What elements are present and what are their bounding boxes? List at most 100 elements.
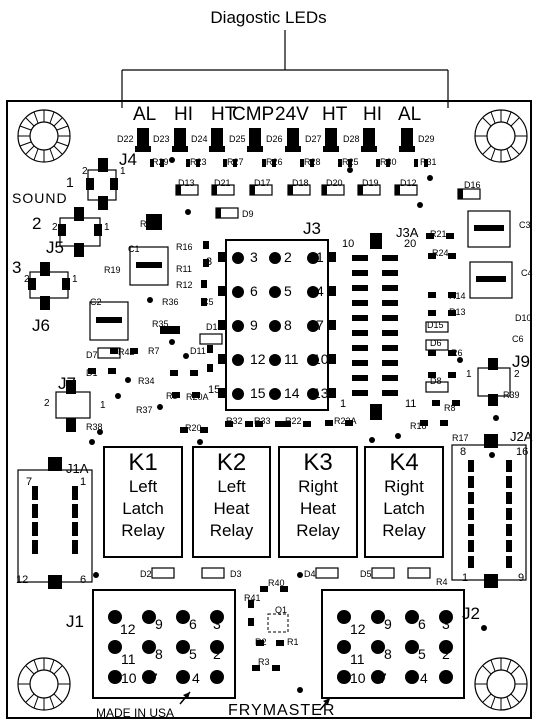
- j6-pin2: 2: [24, 274, 30, 285]
- j3a-edge-1: 1: [340, 398, 347, 410]
- ref-r38: R38: [86, 422, 103, 432]
- board-outline: [6, 100, 532, 719]
- ref-r11: R11: [176, 264, 192, 274]
- scattered-smd: [88, 233, 460, 671]
- ref-d10: D10: [515, 313, 532, 323]
- label-j9: J9: [512, 352, 530, 371]
- j3-pin2: 2: [284, 249, 292, 265]
- ref-d29: D29: [418, 134, 435, 144]
- ref-r20a: R20A: [186, 392, 209, 402]
- j3-pin6: 6: [250, 283, 258, 299]
- j1a-edge-1: 1: [80, 476, 87, 488]
- ref-r30: R30: [380, 157, 397, 167]
- frymaster-brand: FRYMASTER: [228, 702, 336, 719]
- j3-edge-left-top: 3: [206, 256, 213, 268]
- j3-pin1: 1: [316, 249, 324, 265]
- j1-pin2: 2: [213, 646, 221, 662]
- ref-c5: C5: [202, 297, 214, 307]
- j3-pin15: 15: [250, 385, 266, 401]
- j2-pin3: 3: [442, 616, 450, 632]
- ref-d16: D16: [464, 180, 481, 190]
- label-j3a: J3A: [396, 225, 419, 240]
- j1a-edge-12: 12: [16, 574, 29, 586]
- j1-pin12: 12: [120, 621, 136, 637]
- relay-k1-line3: Relay: [121, 521, 165, 540]
- ref-d20: D20: [326, 178, 343, 188]
- led-label-al-left: AL: [133, 104, 157, 125]
- ref-r4: R4: [436, 577, 448, 587]
- j6-side: 3: [12, 258, 22, 277]
- diagnostic-leds-title: Diagostic LEDs: [210, 8, 327, 27]
- vias: [89, 157, 499, 693]
- relay-k4-line3: Relay: [382, 521, 426, 540]
- j2-pin9: 9: [384, 616, 392, 632]
- j3-pin13: 13: [313, 385, 329, 401]
- j2a-edge-8: 8: [460, 446, 467, 458]
- j2-pin10: 10: [350, 670, 366, 686]
- ref-d5: D5: [360, 569, 372, 579]
- ref-d6: D6: [430, 338, 442, 348]
- ref-r2: R2: [255, 637, 267, 647]
- j3-pin4: 4: [316, 283, 324, 299]
- sound-label: SOUND: [12, 190, 68, 206]
- ref-d7: D7: [86, 350, 98, 360]
- j3a-edge-10: 10: [342, 238, 355, 250]
- j1a-edge-7: 7: [26, 476, 33, 488]
- ref-r32: R32: [226, 416, 243, 426]
- mount-hole-bottom-right: [474, 657, 528, 711]
- ref-d14: D14: [206, 322, 223, 332]
- j1a-pads: [32, 457, 78, 589]
- j2a-outline: [451, 444, 527, 581]
- relay-k2-line2: Heat: [213, 499, 250, 518]
- j3-pin5: 5: [284, 283, 292, 299]
- j2a-pads: [468, 434, 512, 588]
- j3a-edge-20: 20: [404, 238, 417, 250]
- led-label-24v: 24V: [275, 104, 309, 125]
- j1-pin6: 6: [189, 616, 197, 632]
- j2-pin1: 1: [442, 670, 450, 686]
- ref-d22: D22: [117, 134, 134, 144]
- ref-d21: D21: [214, 178, 231, 188]
- ref-r42: R42: [118, 347, 135, 357]
- label-j1a: J1A: [66, 461, 89, 476]
- relay-k3-line3: Relay: [296, 521, 340, 540]
- relay-k4-id: K4: [389, 449, 419, 476]
- relay-k2: K2 Left Heat Relay: [192, 446, 271, 558]
- ref-d15: D15: [427, 320, 444, 330]
- j2-pin12: 12: [350, 621, 366, 637]
- j4-pin2: 2: [82, 166, 88, 177]
- j7-pin2: 2: [44, 398, 50, 409]
- label-j7: J7: [58, 374, 76, 393]
- j4-side: 1: [66, 174, 74, 190]
- q1-outline: [267, 613, 289, 633]
- ref-d9: D9: [242, 209, 254, 219]
- ref-d18: D18: [292, 178, 309, 188]
- j5-pin1: 1: [104, 222, 110, 233]
- ref-r34: R34: [138, 376, 155, 386]
- j1-pins: [108, 610, 224, 684]
- ref-r12: R12: [176, 280, 193, 290]
- ref-d28: D28: [343, 134, 360, 144]
- ref-r40: R40: [268, 578, 285, 588]
- relay-k1-line1: Left: [128, 477, 158, 496]
- label-j3: J3: [303, 219, 321, 238]
- j7-outline: [55, 391, 91, 419]
- mount-hole-top-left: [17, 109, 71, 163]
- ref-r7: R7: [148, 346, 160, 356]
- ref-r23: R23: [190, 157, 207, 167]
- ref-d3: D3: [230, 569, 242, 579]
- ref-c4: C4: [521, 268, 533, 278]
- j2-pin8: 8: [384, 646, 392, 662]
- ref-r22a: R22A: [334, 416, 357, 426]
- ref-r3: R3: [258, 657, 270, 667]
- j3-pin8: 8: [284, 317, 292, 333]
- j1-pin3: 3: [213, 616, 221, 632]
- ref-r16: R16: [176, 242, 193, 252]
- diode-row: [175, 184, 481, 219]
- j1-pin10: 10: [121, 670, 137, 686]
- j3-pin9: 9: [250, 317, 258, 333]
- led-label-hi-right: HI: [363, 104, 382, 125]
- ref-r31: R31: [420, 157, 437, 167]
- ref-r21: R21: [430, 229, 447, 239]
- j1-pin1: 1: [213, 670, 221, 686]
